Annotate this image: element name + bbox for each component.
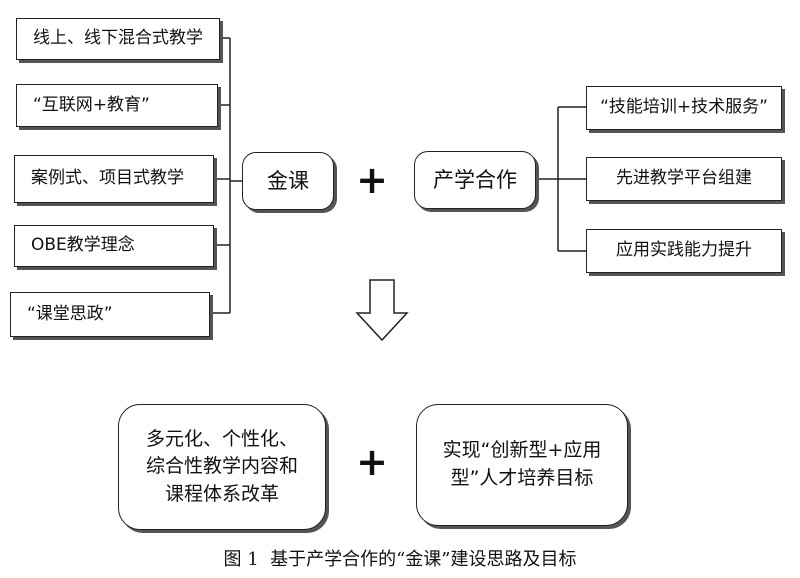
left-item-3-label: 案例式、项目式教学 [31, 168, 184, 189]
jinke-label: 金课 [267, 168, 309, 193]
left-bracket [210, 37, 242, 314]
outcome-right-line-1: 实现“创新型+应用 [442, 439, 602, 462]
right-bracket [536, 106, 586, 252]
right-item-2-label: 先进教学平台组建 [616, 168, 752, 189]
left-item-1-label: 线上、线下混合式教学 [33, 28, 203, 49]
left-item-5-label: “课堂思政” [27, 303, 113, 324]
plus-symbol-bottom: + [356, 440, 388, 484]
right-item-2: 先进教学平台组建 [586, 157, 782, 201]
plus-symbol-top: + [356, 158, 388, 202]
outcome-left-line-2: 综合性教学内容和 [145, 455, 298, 478]
outcome-right-node: 实现“创新型+应用 型”人才培养目标 [416, 404, 628, 526]
down-arrow-icon [355, 279, 409, 342]
right-item-1: “技能培训+技术服务” [586, 86, 782, 130]
plus-sign-bottom: + [352, 440, 392, 484]
right-item-1-label: “技能培训+技术服务” [600, 97, 768, 118]
chanxue-label: 产学合作 [433, 167, 517, 192]
left-item-4: OBE教学理念 [14, 225, 214, 267]
jinke-node: 金课 [242, 152, 334, 210]
chanxue-node: 产学合作 [414, 151, 536, 209]
figure-label: 图 1 [223, 549, 259, 570]
plus-sign-top: + [352, 158, 392, 202]
outcome-left-line-3: 课程体系改革 [164, 482, 279, 505]
left-item-5: “课堂思政” [10, 292, 210, 337]
right-item-3: 应用实践能力提升 [586, 229, 782, 273]
left-item-1: 线上、线下混合式教学 [16, 18, 220, 60]
caption-gap [259, 549, 270, 570]
outcome-right-line-2: 型”人才培养目标 [450, 467, 594, 489]
caption-text: 基于产学合作的“金课”建设思路及目标 [270, 549, 577, 570]
left-item-2-label: “互联网+教育” [33, 94, 150, 115]
left-item-2: “互联网+教育” [16, 84, 218, 127]
outcome-left-line-1: 多元化、个性化、 [145, 427, 298, 450]
left-item-3: 案例式、项目式教学 [14, 155, 214, 203]
figure-caption: 图 1 基于产学合作的“金课”建设思路及目标 [0, 545, 800, 571]
left-item-4-label: OBE教学理念 [31, 235, 135, 256]
right-item-3-label: 应用实践能力提升 [616, 240, 752, 261]
outcome-left-node: 多元化、个性化、 综合性教学内容和 课程体系改革 [118, 404, 326, 530]
